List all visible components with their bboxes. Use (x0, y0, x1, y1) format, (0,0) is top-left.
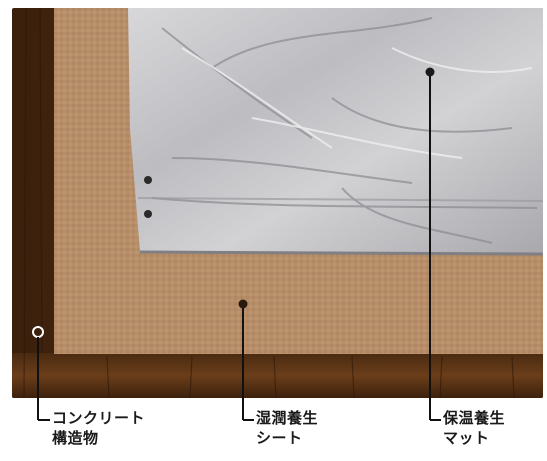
insulation-mat (128, 8, 543, 256)
concrete-label-line1: コンクリート (52, 409, 146, 427)
wet-sheet-label-line2: シート (256, 429, 303, 447)
insulation-mat-label-line2: マット (443, 429, 490, 447)
wet-sheet-label: 湿潤養生 シート (256, 408, 318, 448)
insulation-mat-label: 保温養生 マット (443, 408, 505, 448)
concrete-leader (32, 326, 50, 421)
curing-photo (12, 8, 543, 398)
insulation-mat-label-line1: 保温養生 (443, 409, 506, 427)
concrete-label-line2: 構造物 (52, 429, 99, 447)
insulation-mat-leader (425, 67, 441, 421)
concrete-label: コンクリート 構造物 (52, 408, 145, 448)
wet-sheet-label-line1: 湿潤養生 (256, 409, 319, 427)
wet-sheet-leader (238, 299, 254, 421)
